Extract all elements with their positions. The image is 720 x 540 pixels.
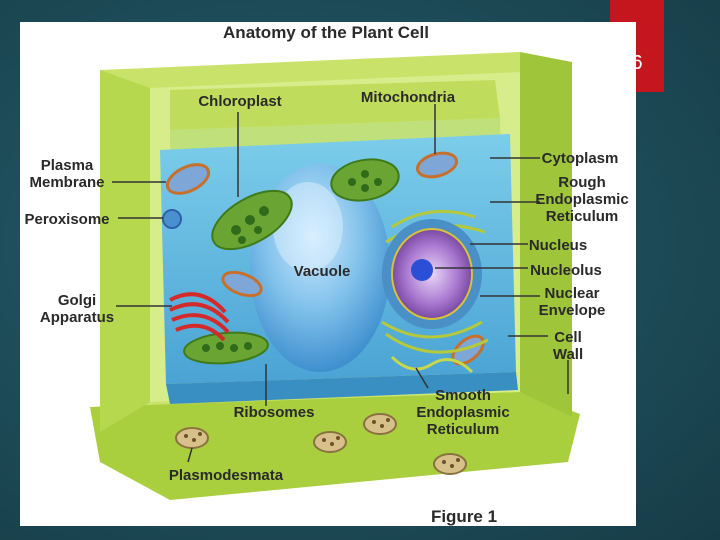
label-ribosomes: Ribosomes xyxy=(234,404,315,421)
golgi-apparatus xyxy=(169,292,230,342)
peroxisome xyxy=(162,209,182,229)
label-plasmodesmata: Plasmodesmata xyxy=(169,467,284,484)
smooth-er xyxy=(390,355,474,374)
leader-lines xyxy=(112,104,569,463)
label-smooth-er-line1: Smooth xyxy=(435,387,491,404)
label-nucleus: Nucleus xyxy=(529,237,587,254)
nucleolus xyxy=(411,259,433,281)
figure-caption: Figure 1 xyxy=(431,507,497,526)
label-golgi-line2: Apparatus xyxy=(40,309,114,326)
label-rough-er-line3: Reticulum xyxy=(546,208,619,225)
label-nucleolus: Nucleolus xyxy=(530,262,602,279)
label-nuclear-envelope-line2: Envelope xyxy=(539,302,606,319)
label-golgi-line1: Golgi xyxy=(58,292,96,309)
plasmodesmata xyxy=(175,413,467,475)
mitochondria xyxy=(165,151,485,366)
rough-er xyxy=(381,209,489,354)
label-mitochondria: Mitochondria xyxy=(361,89,456,106)
nucleus xyxy=(382,219,482,329)
label-peroxisome: Peroxisome xyxy=(24,211,109,228)
plant-cell-diagram: Anatomy of the Plant Cell xyxy=(24,23,628,526)
label-cell-wall-line1: Cell xyxy=(554,329,582,346)
diagram-title: Anatomy of the Plant Cell xyxy=(223,23,429,42)
label-plasma-membrane-line2: Membrane xyxy=(29,174,104,191)
label-rough-er-line2: Endoplasmic xyxy=(535,191,628,208)
label-plasma-membrane-line1: Plasma xyxy=(41,157,94,174)
label-vacuole: Vacuole xyxy=(294,263,351,280)
label-chloroplast: Chloroplast xyxy=(198,93,281,110)
label-smooth-er-line2: Endoplasmic xyxy=(416,404,509,421)
label-cytoplasm: Cytoplasm xyxy=(542,150,619,167)
slide-number: 6 xyxy=(631,52,643,74)
label-nuclear-envelope-line1: Nuclear xyxy=(544,285,599,302)
label-smooth-er-line3: Reticulum xyxy=(427,421,500,438)
label-rough-er-line1: Rough xyxy=(558,174,605,191)
chloroplasts xyxy=(183,158,400,365)
plant-cell-figure: Anatomy of the Plant Cell xyxy=(20,22,636,526)
label-cell-wall-line2: Wall xyxy=(553,346,583,363)
